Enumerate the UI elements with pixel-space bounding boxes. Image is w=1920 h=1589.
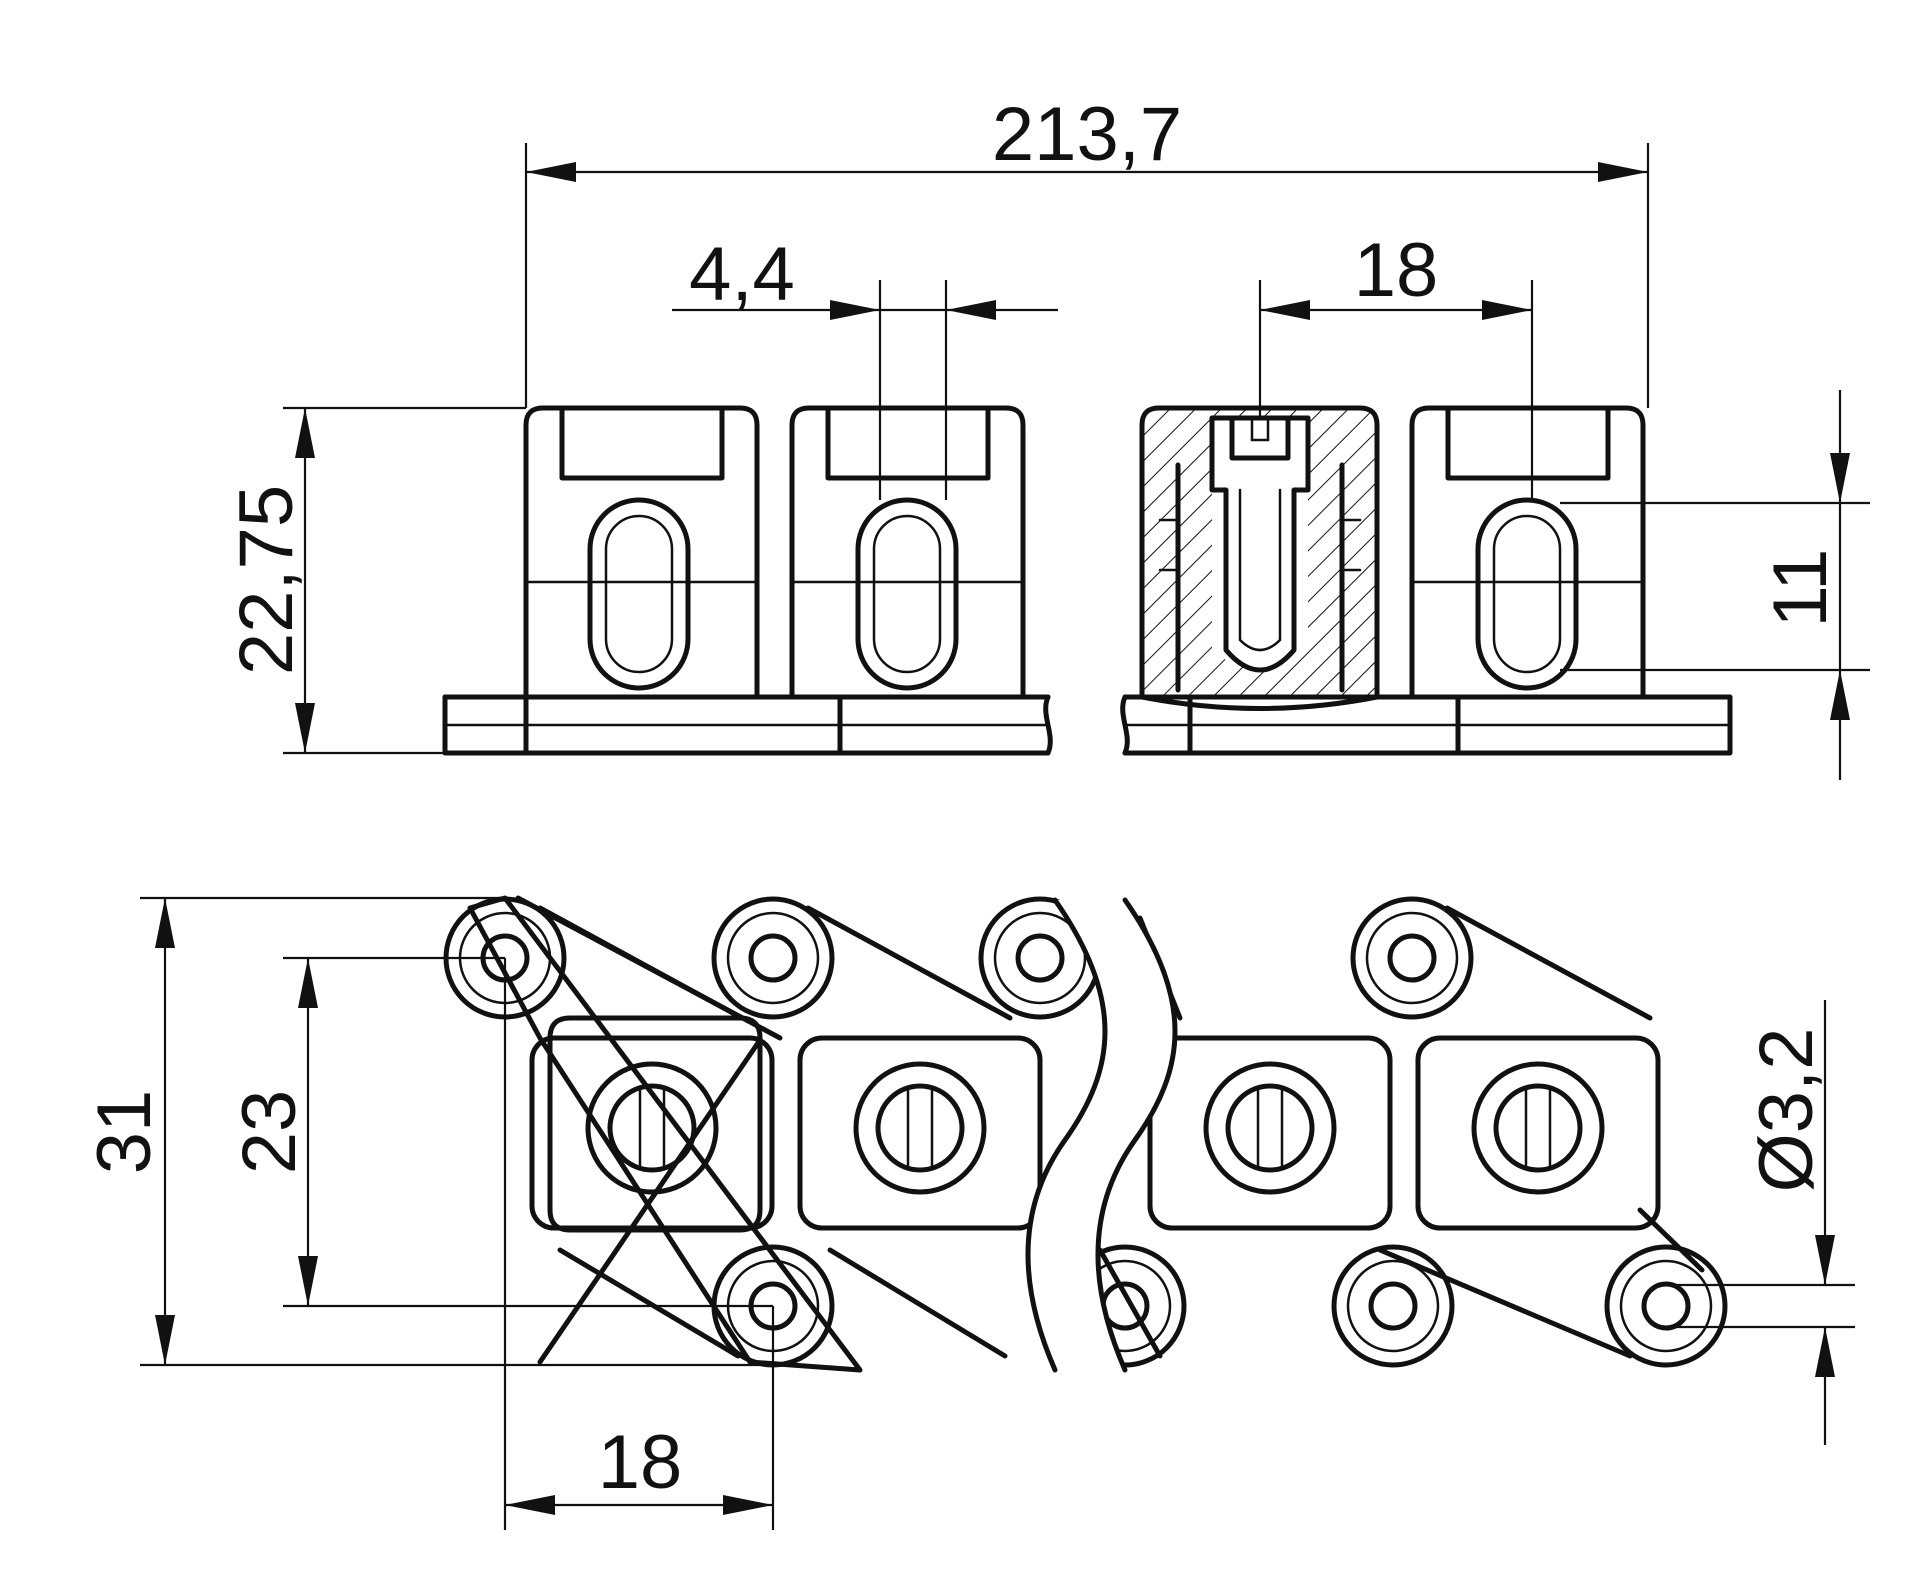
dim-hole-height-label: 11 — [1758, 549, 1843, 628]
nut-plate-3 — [1147, 1035, 1393, 1231]
dim-height: 22,75 — [224, 406, 526, 755]
nut-plate-2 — [797, 1035, 1043, 1231]
dim-pitch-top: 18 — [1258, 228, 1534, 500]
nut-plate-4 — [1415, 1035, 1661, 1231]
dim-hole-height: 11 — [1560, 390, 1870, 780]
chain-block-sectioned — [1139, 405, 1380, 711]
dim-pitch-top-label: 18 — [1354, 228, 1439, 313]
dim-hole-diameter-label: Ø3,2 — [1744, 1028, 1829, 1193]
dim-gap-width-label: 4,4 — [689, 232, 795, 317]
eye-lugs-top — [443, 896, 1474, 1020]
dim-height-label: 22,75 — [224, 485, 309, 675]
break-line — [1025, 897, 1178, 1373]
dim-inner-width-label: 23 — [227, 1090, 312, 1175]
dim-pitch-bottom: 18 — [503, 958, 775, 1530]
dim-hole-diameter: Ø3,2 — [1666, 1000, 1855, 1445]
dim-inner-width: 23 — [227, 956, 773, 1308]
dim-pitch-bottom-label: 18 — [598, 1420, 683, 1505]
chain-block-4 — [1409, 405, 1646, 700]
dim-overall-length: 213,7 — [524, 92, 1650, 408]
dim-outer-width: 31 — [82, 896, 773, 1367]
nut-plate-1 — [529, 1015, 775, 1233]
dim-overall-length-label: 213,7 — [992, 92, 1182, 177]
chain-block-2 — [789, 405, 1026, 700]
chain-block-1 — [523, 405, 760, 756]
base-strip-left — [442, 694, 1053, 756]
eye-lugs-bottom — [711, 1244, 1728, 1368]
plan-view: 31 23 18 Ø3,2 — [82, 895, 1855, 1530]
dim-outer-width-label: 31 — [82, 1090, 167, 1175]
side-view: 213,7 4,4 18 22,75 11 — [224, 92, 1870, 780]
dim-gap-width: 4,4 — [672, 232, 1058, 500]
